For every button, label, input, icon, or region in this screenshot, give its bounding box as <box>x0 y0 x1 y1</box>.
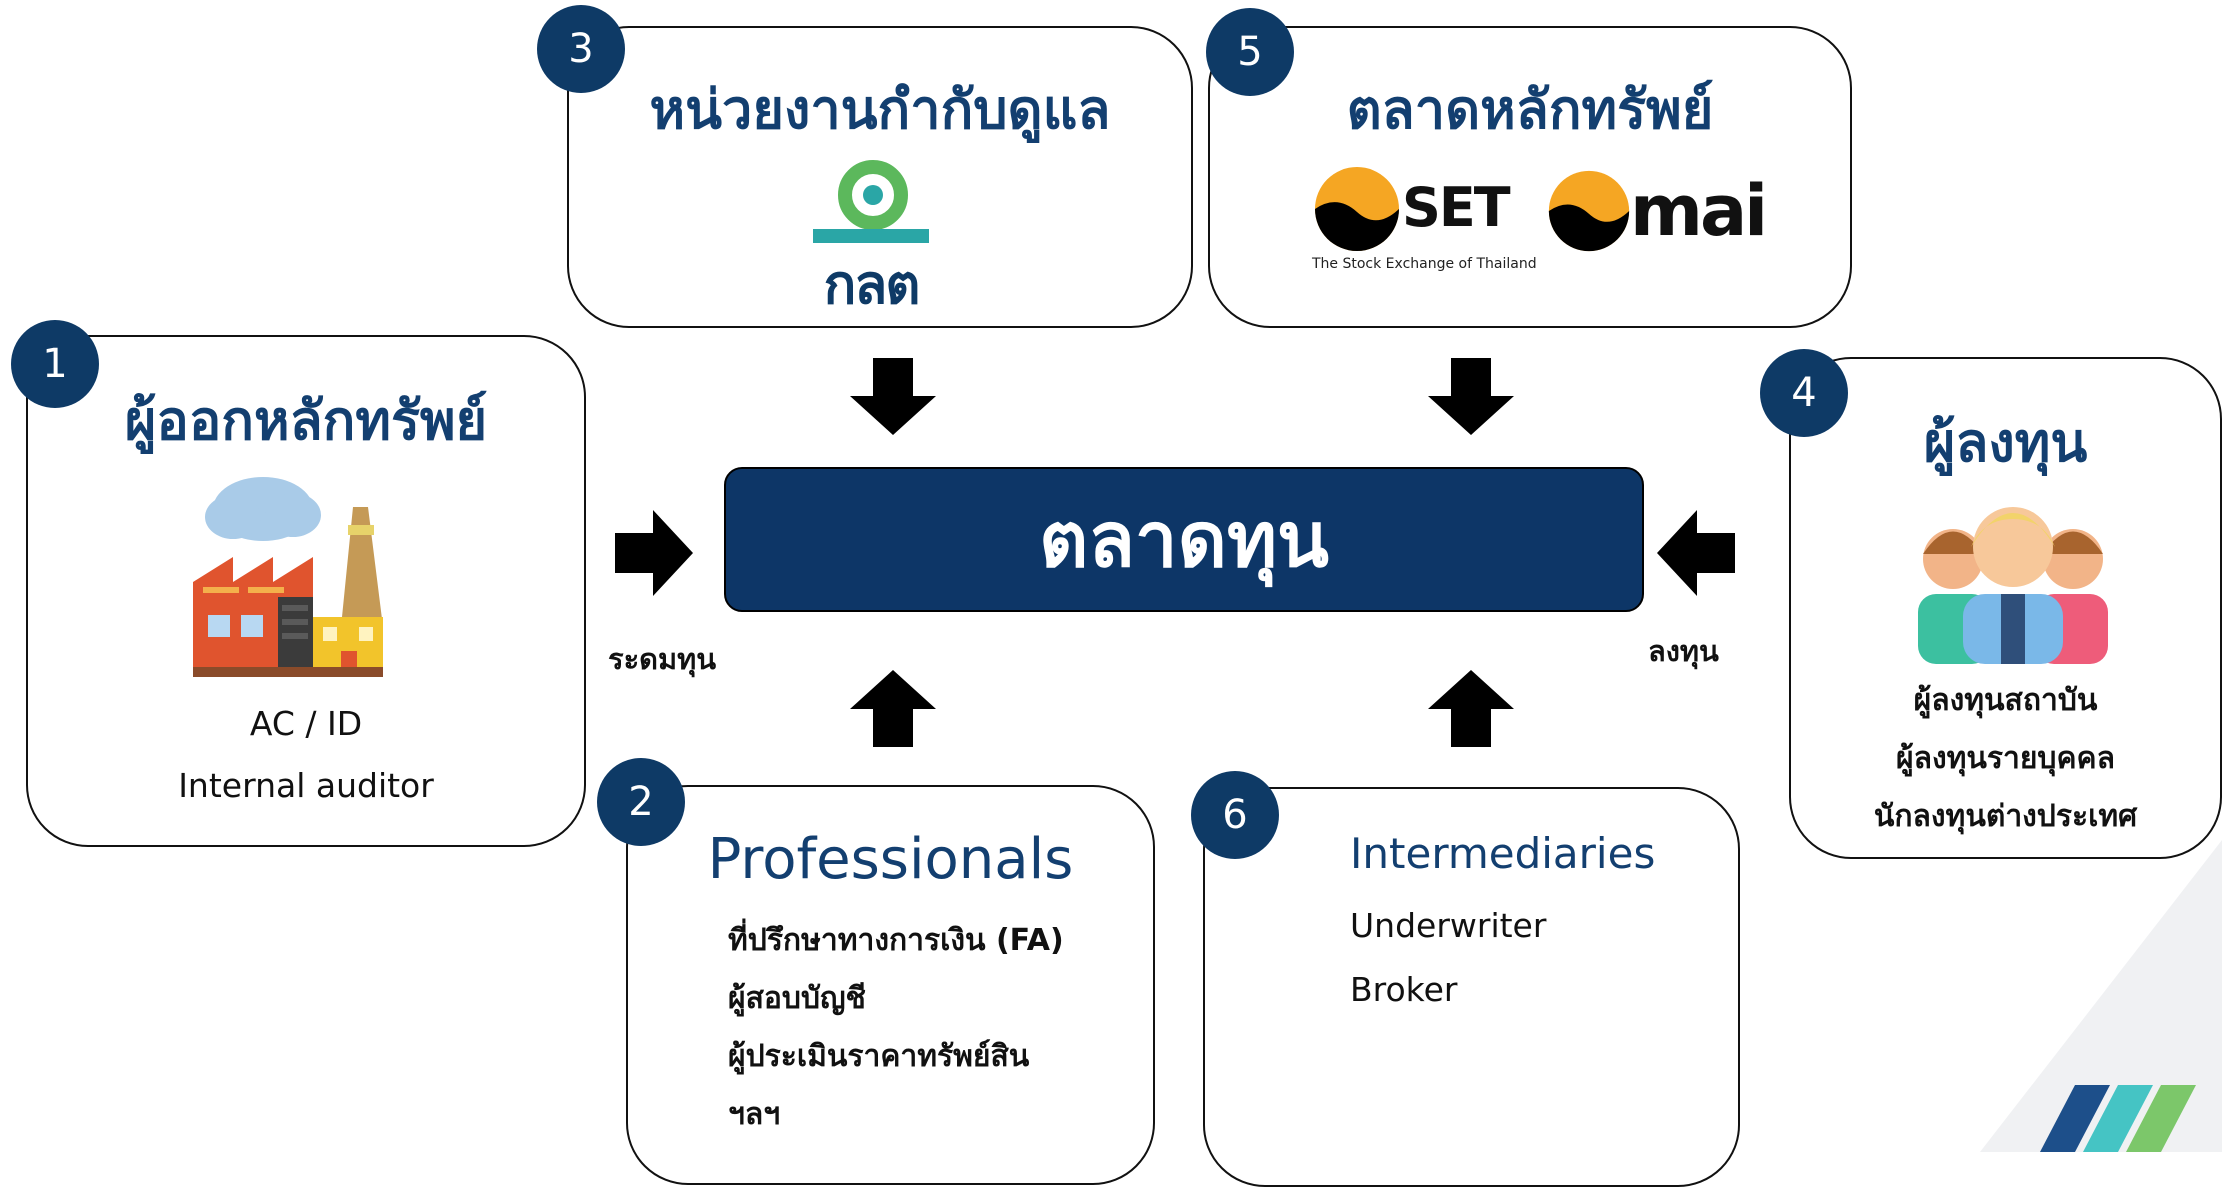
professionals-title: Professionals <box>707 827 1074 892</box>
issuer-title: ผู้ออกหลักทรัพย์ <box>124 389 488 452</box>
badge-3: 3 <box>537 5 625 93</box>
investors-line-1: ผู้ลงทุนสถาบัน <box>1913 683 2098 718</box>
intermediaries-line-1: Underwriter <box>1350 906 1547 945</box>
intermediaries-line-2: Broker <box>1350 970 1458 1009</box>
investors-title: ผู้ลงทุน <box>1923 411 2088 474</box>
professionals-line-1: ที่ปรึกษาทางการเงิน (FA) <box>728 923 1064 958</box>
issuer-line-1: AC / ID <box>249 704 363 743</box>
regulator-title: หน่วยงานกำกับดูแล <box>649 78 1111 141</box>
badge-5: 5 <box>1206 8 1294 96</box>
regulator-box: หน่วยงานกำกับดูแล กลต <box>567 26 1193 328</box>
arrow-right <box>615 510 693 596</box>
arrow-up-left <box>850 670 936 747</box>
badge-2: 2 <box>597 758 685 846</box>
badge-6: 6 <box>1191 771 1279 859</box>
mai-logo: mai <box>1546 168 1786 268</box>
decorative-stripes <box>1980 840 2222 1152</box>
professionals-line-3: ผู้ประเมินราคาทรัพย์สิน <box>728 1039 1030 1074</box>
exchange-title: ตลาดหลักทรัพย์ <box>1346 78 1714 141</box>
capital-market-box: ตลาดทุน <box>724 467 1644 612</box>
badge-4: 4 <box>1760 349 1848 437</box>
arrow-down-right <box>1428 358 1514 435</box>
set-caption: The Stock Exchange of Thailand <box>1312 256 1537 272</box>
issuer-line-2: Internal auditor <box>178 766 434 805</box>
set-logo: SET The Stock Exchange of Thailand <box>1312 164 1537 284</box>
mai-logo-text: mai <box>1630 170 1768 252</box>
issuer-box: ผู้ออกหลักทรัพย์ AC / ID Internal audito… <box>26 335 586 847</box>
sec-logo: กลต <box>811 153 931 316</box>
professionals-line-2: ผู้สอบบัญชี <box>728 981 866 1016</box>
badge-1: 1 <box>11 320 99 408</box>
people-icon <box>1918 507 2108 664</box>
fundraising-label: ระดมทุน <box>608 642 717 676</box>
professionals-box: Professionals ที่ปรึกษาทางการเงิน (FA) ผ… <box>626 785 1155 1185</box>
intermediaries-box: Intermediaries Underwriter Broker <box>1203 787 1740 1187</box>
arrow-up-right <box>1428 670 1514 747</box>
investors-box: ผู้ลงทุน ผู้ลงทุนสถาบัน ผู้ลงทุนรายบุคคล… <box>1789 357 2222 859</box>
arrow-down-left <box>850 358 936 435</box>
professionals-line-4: ฯลฯ <box>728 1097 781 1132</box>
exchange-box: ตลาดหลักทรัพย์ SET The Stock Exchange of… <box>1208 26 1852 328</box>
investors-line-3: นักลงทุนต่างประเทศ <box>1873 799 2138 834</box>
intermediaries-title: Intermediaries <box>1350 829 1656 878</box>
set-logo-text: SET <box>1402 176 1511 239</box>
sec-logo-text: กลต <box>823 253 921 316</box>
investors-line-2: ผู้ลงทุนรายบุคคล <box>1896 741 2115 776</box>
arrow-left <box>1657 510 1735 596</box>
factory-icon <box>193 477 383 677</box>
investing-label: ลงทุน <box>1648 634 1719 668</box>
